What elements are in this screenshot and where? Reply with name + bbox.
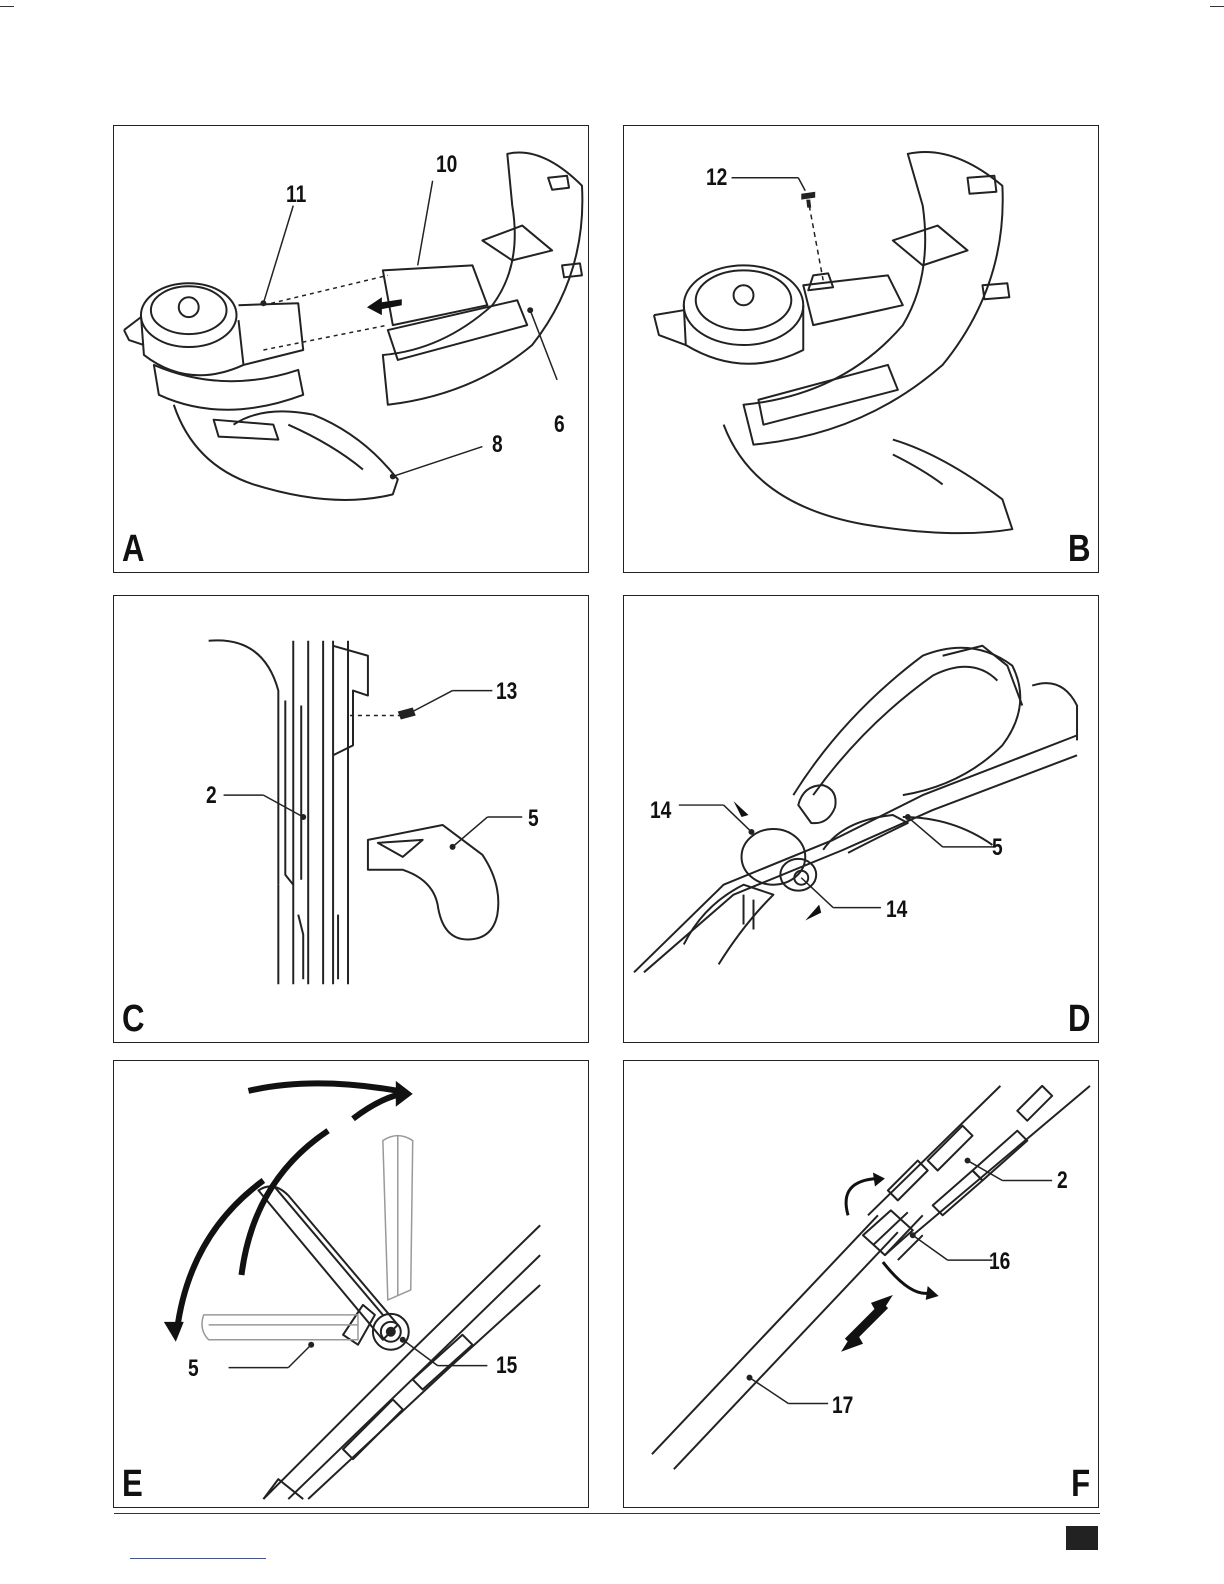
panel-letter-a: A — [122, 530, 145, 568]
handle-knob-illustration — [624, 596, 1098, 1042]
callout-14-bottom: 14 — [886, 898, 907, 922]
panel-letter-c: C — [122, 1000, 145, 1038]
crop-mark-right — [1210, 0, 1224, 7]
callout-6: 6 — [554, 413, 565, 437]
figure-panel-e: 5 15 E — [113, 1060, 589, 1508]
figure-panel-b: 12 B — [623, 125, 1099, 573]
footer-rule — [114, 1513, 1100, 1514]
callout-16: 16 — [989, 1250, 1010, 1274]
callout-2: 2 — [206, 784, 217, 808]
callout-15: 15 — [496, 1354, 517, 1378]
handle-rotation-illustration — [114, 1061, 588, 1507]
footer-link-underline — [130, 1558, 266, 1559]
callout-5: 5 — [528, 807, 539, 831]
telescopic-shaft-illustration — [624, 1061, 1098, 1507]
callout-17: 17 — [832, 1394, 853, 1418]
handle-mount-illustration — [114, 596, 588, 1042]
callout-5: 5 — [188, 1357, 199, 1381]
callout-2: 2 — [1057, 1169, 1068, 1193]
figure-panel-d: 14 5 14 D — [623, 595, 1099, 1043]
crop-mark-left — [0, 0, 14, 7]
figure-panel-f: 2 16 17 F — [623, 1060, 1099, 1508]
callout-8: 8 — [492, 433, 503, 457]
callout-14-top: 14 — [650, 799, 671, 823]
trimmer-head-guard-illustration — [114, 126, 588, 572]
panel-letter-b: B — [1067, 530, 1090, 568]
callout-10: 10 — [436, 153, 457, 177]
panel-letter-f: F — [1071, 1465, 1090, 1503]
panel-letter-d: D — [1067, 1000, 1090, 1038]
page-tab-marker — [1066, 1526, 1098, 1550]
guard-assembled-illustration — [624, 126, 1098, 572]
figure-panel-a: 10 11 6 8 A — [113, 125, 589, 573]
callout-12: 12 — [706, 166, 727, 190]
callout-13: 13 — [496, 680, 517, 704]
callout-11: 11 — [286, 183, 306, 207]
callout-5: 5 — [992, 836, 1003, 860]
figure-panel-c: 13 2 5 C — [113, 595, 589, 1043]
panel-letter-e: E — [122, 1465, 143, 1503]
